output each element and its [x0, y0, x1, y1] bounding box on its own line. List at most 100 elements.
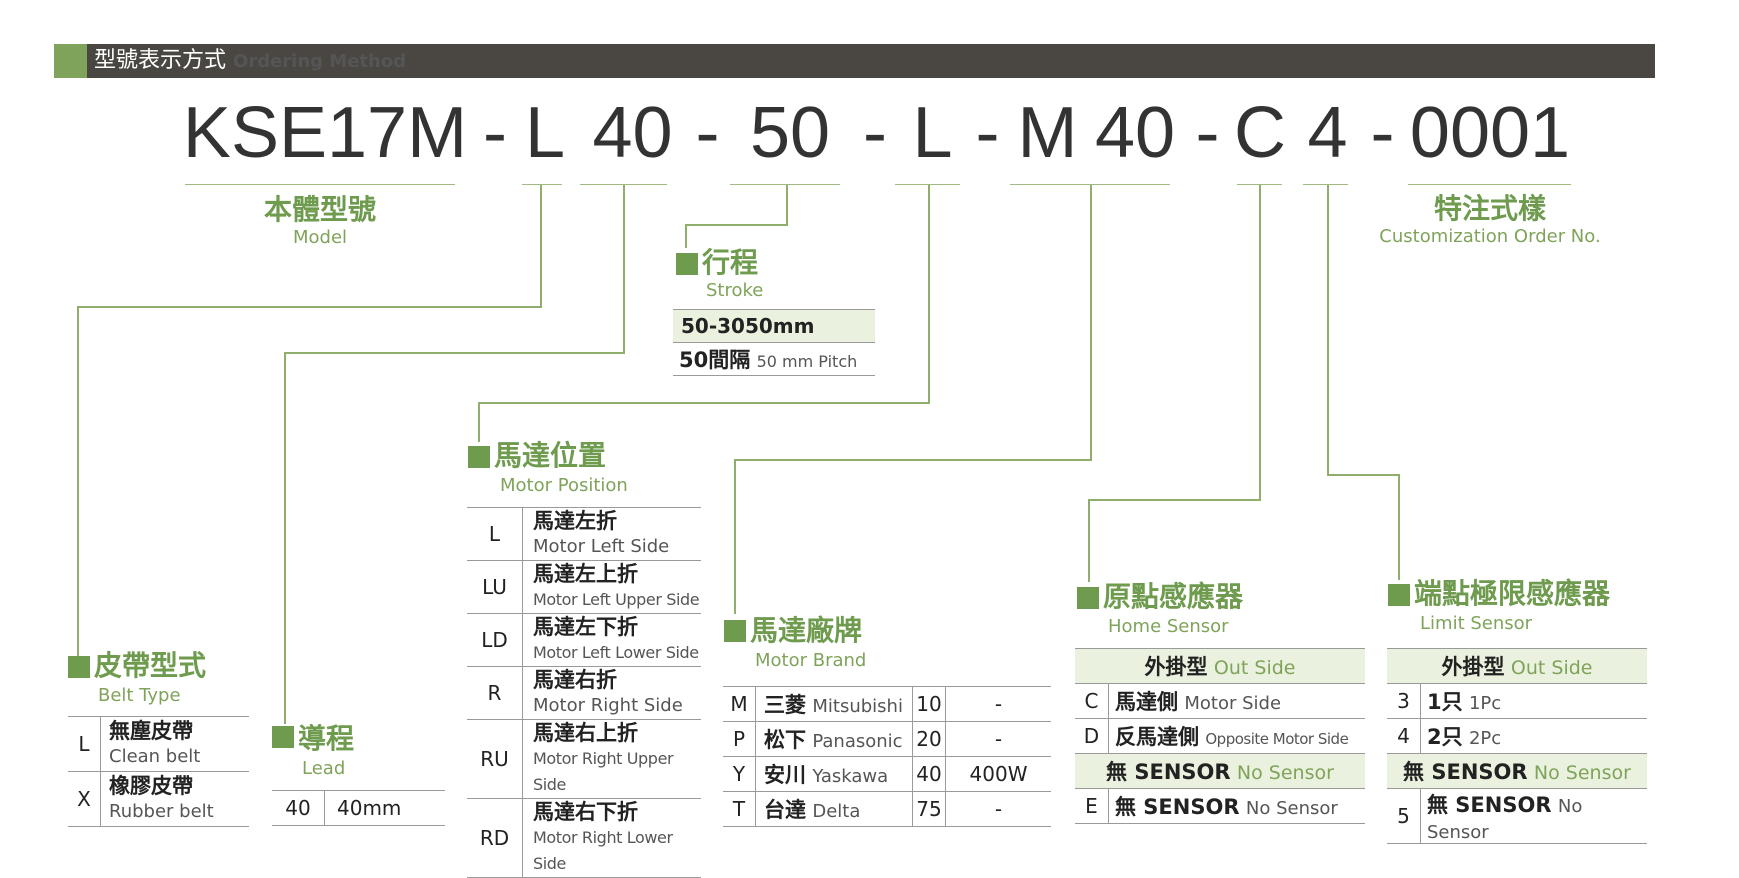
limit-zh: 2只: [1427, 725, 1463, 749]
brand-name: 松下 Panasonic: [755, 721, 913, 757]
position-desc: 馬達左上折 Motor Left Upper Side: [522, 560, 701, 614]
stroke-pitch-zh: 50間隔: [679, 348, 751, 372]
table-row: 3 1只 1Pc: [1387, 683, 1647, 719]
position-code: RD: [467, 798, 523, 878]
position-en: Motor Right Lower Side: [533, 828, 673, 873]
brand-code: P: [723, 721, 756, 757]
brand-power: -: [945, 686, 1051, 722]
stroke-pitch: 50間隔 50 mm Pitch: [673, 342, 875, 376]
home-header-en: Out Side: [1213, 657, 1296, 679]
connector-line: [734, 459, 1092, 461]
code-dash: -: [975, 93, 1000, 173]
limit-desc: 無 SENSOR No Sensor: [1420, 788, 1647, 844]
home-zh: 馬達側: [1115, 690, 1178, 714]
position-en: Motor Left Upper Side: [533, 590, 700, 609]
brand-code: M: [723, 686, 756, 722]
underline-limit: [1303, 184, 1348, 185]
custom-label: 特注式樣 Customization Order No.: [1370, 192, 1610, 248]
underline-lead: [580, 184, 667, 185]
stroke-title-en: Stroke: [706, 280, 764, 301]
position-desc: 馬達右折 Motor Right Side: [522, 666, 701, 720]
model-label-en: Model: [292, 227, 348, 248]
underline-brand: [1010, 184, 1170, 185]
model-label-zh: 本體型號: [263, 193, 376, 226]
connector-line: [1090, 185, 1092, 460]
position-code: LU: [467, 560, 523, 614]
limit-desc: 2只 2Pc: [1420, 718, 1647, 754]
brand-title-en: Motor Brand: [755, 650, 867, 671]
brand-num: 75: [912, 791, 946, 827]
code-order: 0001: [1409, 93, 1571, 173]
position-zh: 馬達左折: [533, 509, 617, 533]
position-en: Motor Right Upper Side: [533, 749, 674, 794]
underline-position: [895, 184, 960, 185]
table-row: T 台達 Delta 75 -: [723, 791, 1051, 827]
limit-header-zh: 外掛型: [1441, 655, 1505, 679]
limit-en: 2Pc: [1468, 728, 1502, 749]
custom-label-en: Customization Order No.: [1379, 226, 1601, 247]
home-en: Opposite Motor Side: [1205, 730, 1349, 748]
table-row: LU 馬達左上折 Motor Left Upper Side: [467, 560, 701, 614]
code-dash: -: [1195, 93, 1220, 173]
position-title-en: Motor Position: [500, 475, 628, 496]
position-zh: 馬達右折: [533, 668, 617, 692]
limit-title-en: Limit Sensor: [1420, 613, 1533, 634]
home-table: 外掛型 Out Side C 馬達側 Motor Side D 反馬達側 Opp…: [1075, 648, 1365, 824]
table-row: C 馬達側 Motor Side: [1075, 683, 1365, 719]
connector-line: [786, 185, 788, 225]
limit-en: No Sensor: [1427, 796, 1583, 843]
brand-zh: 安川: [764, 763, 806, 787]
position-en: Motor Right Side: [533, 695, 683, 716]
connector-line: [1088, 499, 1090, 582]
connector-line: [685, 224, 788, 226]
brand-zh: 松下: [764, 728, 806, 752]
home-header-zh: 外掛型: [1144, 655, 1208, 679]
underline-model: [185, 184, 455, 185]
limit-zh: 無 SENSOR: [1427, 793, 1552, 817]
brand-num: 40: [912, 756, 946, 792]
brand-power: -: [945, 791, 1051, 827]
brand-en: Delta: [812, 801, 861, 822]
table-row: E 無 SENSOR No Sensor: [1075, 788, 1365, 824]
belt-en: Clean belt: [109, 746, 201, 767]
table-row: 5 無 SENSOR No Sensor: [1387, 788, 1647, 844]
code-position: L: [912, 93, 953, 173]
position-desc: 馬達左折 Motor Left Side: [522, 507, 701, 561]
connector-line: [1259, 185, 1261, 500]
title-zh: 型號表示方式: [94, 48, 227, 73]
section-marker: [724, 620, 746, 642]
home-zh: 反馬達側: [1115, 725, 1199, 749]
home-title-zh: 原點感應器: [1103, 580, 1244, 613]
position-code: RU: [467, 719, 523, 799]
connector-line: [685, 224, 687, 248]
belt-title-en: Belt Type: [98, 685, 181, 706]
limit-none-zh: 無 SENSOR: [1403, 760, 1528, 784]
table-row: LD 馬達左下折 Motor Left Lower Side: [467, 613, 701, 667]
stroke-table: 50-3050mm 50間隔 50 mm Pitch: [673, 309, 875, 376]
brand-power: -: [945, 721, 1051, 757]
home-desc: 馬達側 Motor Side: [1108, 683, 1365, 719]
section-marker: [1388, 584, 1410, 606]
lead-title-zh: 導程: [298, 722, 355, 755]
home-none-zh: 無 SENSOR: [1106, 760, 1231, 784]
belt-desc: 無塵皮帶 Clean belt: [100, 716, 249, 772]
limit-none-en: No Sensor: [1533, 762, 1631, 784]
code-dash: -: [863, 93, 887, 173]
connector-line: [1327, 185, 1329, 475]
connector-line: [77, 306, 542, 308]
limit-title-zh: 端點極限感應器: [1414, 577, 1611, 610]
position-title-zh: 馬達位置: [494, 439, 607, 472]
connector-line: [1327, 474, 1399, 476]
brand-power: 400W: [945, 756, 1051, 792]
table-row: 40 40mm: [272, 790, 445, 826]
title-en: Ordering Method: [233, 51, 407, 72]
header-accent: [54, 44, 87, 78]
stroke-range: 50-3050mm: [673, 309, 875, 343]
position-desc: 馬達右上折 Motor Right Upper Side: [522, 719, 701, 799]
limit-en: 1Pc: [1468, 693, 1502, 714]
home-none: 無 SENSOR No Sensor: [1075, 753, 1365, 789]
brand-code: Y: [723, 756, 756, 792]
table-row: R 馬達右折 Motor Right Side: [467, 666, 701, 720]
underline-home: [1237, 184, 1282, 185]
brand-en: Mitsubishi: [812, 696, 903, 717]
